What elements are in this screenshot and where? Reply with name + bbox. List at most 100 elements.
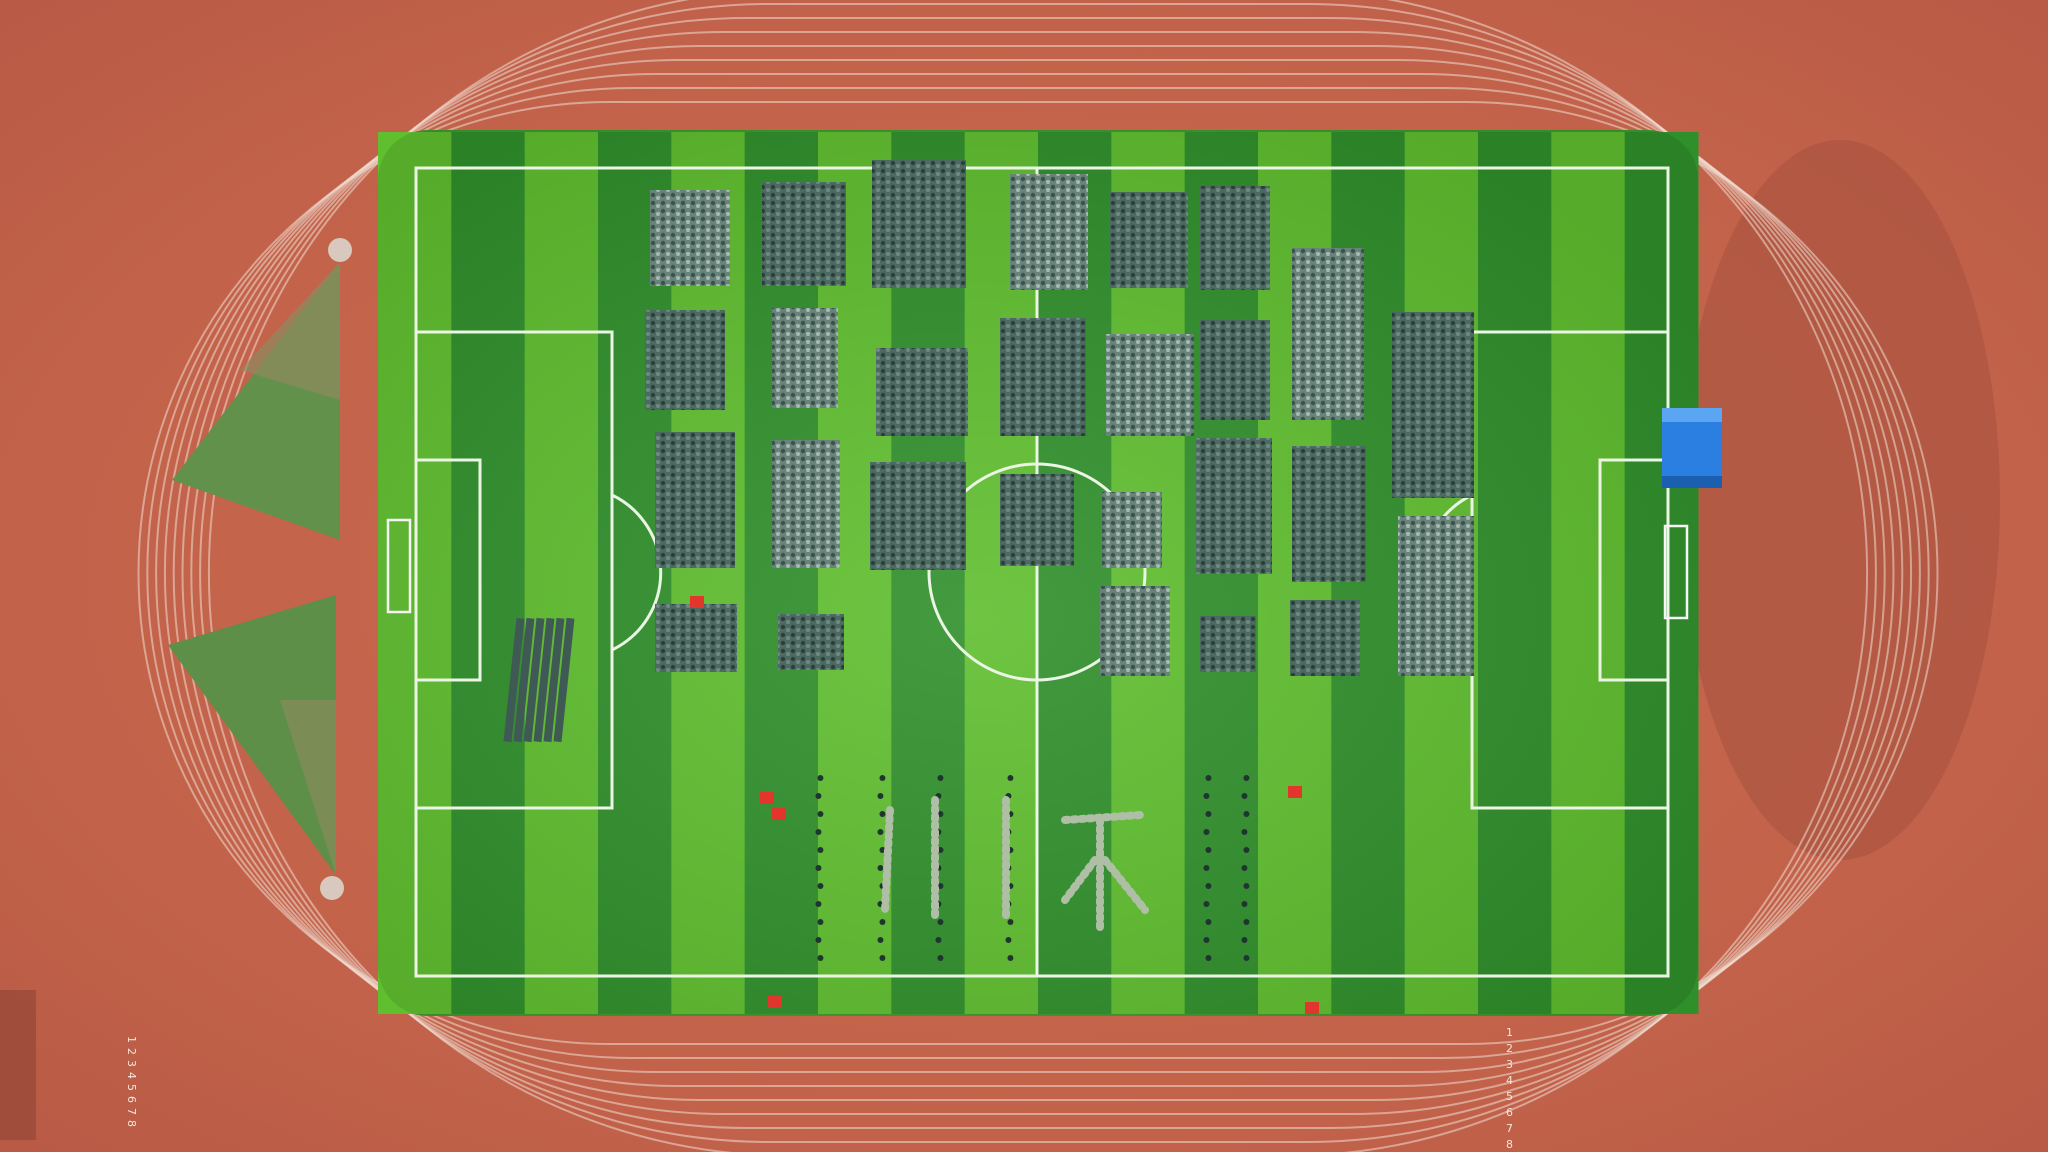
marcher <box>879 919 886 925</box>
student-column <box>503 617 525 743</box>
student-block <box>872 160 966 288</box>
marcher <box>815 793 822 799</box>
formation-stroke <box>881 806 894 914</box>
red-flag <box>768 996 782 1008</box>
marcher <box>1243 775 1250 781</box>
student-block <box>1106 334 1194 436</box>
lane-line <box>181 31 1895 1115</box>
marcher <box>937 955 944 961</box>
marcher <box>1205 811 1212 817</box>
marcher <box>1241 793 1248 799</box>
marcher <box>1205 775 1212 781</box>
student-block <box>1110 192 1188 288</box>
marcher <box>1203 829 1210 835</box>
student-block <box>1290 600 1360 676</box>
svg-text:1: 1 <box>1506 1026 1513 1039</box>
goal-left <box>386 518 412 614</box>
marcher <box>817 955 824 961</box>
lane-numbers-left: 1 2 3 4 5 6 7 8 <box>125 1036 138 1127</box>
svg-text:6: 6 <box>125 1096 138 1103</box>
marcher <box>879 955 886 961</box>
marcher <box>1243 955 1250 961</box>
marcher <box>877 865 884 871</box>
student-block <box>1000 474 1074 566</box>
svg-text:2: 2 <box>125 1048 138 1055</box>
student-block <box>1398 516 1474 676</box>
svg-text:8: 8 <box>125 1120 138 1127</box>
lane-line <box>190 17 1886 1129</box>
student-formations <box>503 160 1474 743</box>
marcher <box>1203 793 1210 799</box>
marcher <box>877 829 884 835</box>
infield-grass-areas <box>168 238 352 900</box>
marcher <box>1243 919 1250 925</box>
marcher <box>1203 865 1210 871</box>
marcher <box>1203 937 1210 943</box>
student-block <box>1000 318 1086 436</box>
student-block <box>1102 492 1162 568</box>
student-block <box>772 440 840 568</box>
marcher <box>817 775 824 781</box>
student-block <box>1200 616 1256 672</box>
goal-right <box>1663 524 1689 620</box>
student-block <box>762 182 846 286</box>
marcher <box>879 811 886 817</box>
svg-text:8: 8 <box>1506 1138 1513 1151</box>
marcher <box>815 901 822 907</box>
student-block <box>655 604 737 672</box>
svg-text:4: 4 <box>1506 1074 1513 1087</box>
marcher <box>815 937 822 943</box>
marcher <box>1241 829 1248 835</box>
blue-tent <box>1662 408 1722 488</box>
student-block <box>876 348 968 436</box>
formation-stroke <box>1061 856 1099 904</box>
student-column <box>533 617 555 743</box>
student-column <box>523 617 545 743</box>
lane-line <box>199 3 1877 1143</box>
marcher <box>1205 847 1212 853</box>
student-block <box>1392 312 1474 498</box>
svg-text:3: 3 <box>1506 1058 1513 1071</box>
marcher <box>1243 847 1250 853</box>
marcher <box>815 829 822 835</box>
marcher <box>879 775 886 781</box>
marcher <box>935 937 942 943</box>
student-block <box>1200 320 1270 420</box>
lane-numbers-right: 1 2 3 4 5 6 7 8 <box>1506 1026 1513 1151</box>
formation-stroke <box>1101 856 1149 914</box>
student-block <box>1292 248 1364 420</box>
svg-text:7: 7 <box>125 1108 138 1115</box>
marcher <box>937 919 944 925</box>
marcher <box>1243 811 1250 817</box>
marcher <box>817 883 824 889</box>
student-block <box>650 190 730 286</box>
svg-text:2: 2 <box>1506 1042 1513 1055</box>
red-flag <box>1288 786 1302 798</box>
red-flag <box>690 596 704 608</box>
lane-line <box>155 73 1921 1073</box>
student-block <box>645 310 725 410</box>
lane-line <box>172 45 1904 1101</box>
marcher <box>1007 775 1014 781</box>
marcher <box>815 865 822 871</box>
pitch-markings <box>414 166 1670 978</box>
student-block <box>772 308 838 408</box>
marcher <box>1205 883 1212 889</box>
svg-text:7: 7 <box>1506 1122 1513 1135</box>
marcher <box>1241 937 1248 943</box>
student-block <box>1196 438 1272 574</box>
marcher <box>1005 937 1012 943</box>
student-block <box>870 462 966 570</box>
marcher <box>1241 901 1248 907</box>
svg-text:4: 4 <box>125 1072 138 1079</box>
svg-text:5: 5 <box>1506 1090 1513 1103</box>
marcher <box>817 919 824 925</box>
marcher <box>1205 955 1212 961</box>
marching-students <box>690 596 1319 1014</box>
track-worn-patch <box>1680 140 2000 860</box>
marcher <box>817 847 824 853</box>
student-block <box>1292 446 1366 582</box>
marcher <box>937 775 944 781</box>
